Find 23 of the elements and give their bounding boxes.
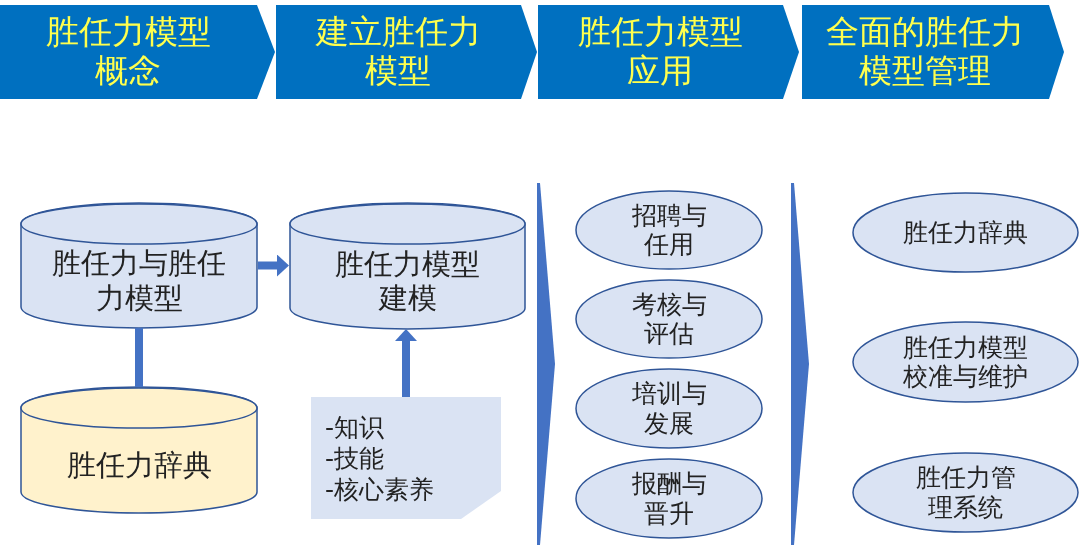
list-item: -核心素养 [325, 474, 435, 505]
chevron-banner: 全面的胜任力模型管理 [802, 5, 1064, 99]
chevron-banner: 胜任力模型应用 [538, 5, 799, 99]
arrow [258, 254, 289, 277]
oval-box: 报酬与晋升 [575, 458, 763, 539]
oval-box: 胜任力管理系统 [852, 452, 1079, 533]
cylinder-box: 胜任力辞典 [20, 387, 258, 513]
cylinder-box: 胜任力模型建模 [289, 203, 526, 329]
oval-box: 胜任力辞典 [852, 192, 1079, 273]
list-item: -技能 [325, 443, 385, 474]
chevron-banner: 胜任力模型概念 [0, 5, 275, 99]
cylinder-box: 胜任力与胜任力模型 [20, 203, 258, 328]
oval-box: 胜任力模型校准与维护 [852, 321, 1079, 403]
chevron-arrow [791, 183, 809, 545]
chevron-banner: 建立胜任力模型 [276, 5, 537, 99]
note-box [311, 397, 501, 519]
chevron-arrow [537, 183, 555, 545]
arrow [395, 329, 417, 397]
connector-line [135, 328, 143, 387]
oval-box: 培训与发展 [575, 368, 763, 449]
oval-box: 招聘与任用 [575, 190, 763, 270]
oval-box: 考核与评估 [575, 279, 763, 359]
list-item: -知识 [325, 412, 385, 443]
